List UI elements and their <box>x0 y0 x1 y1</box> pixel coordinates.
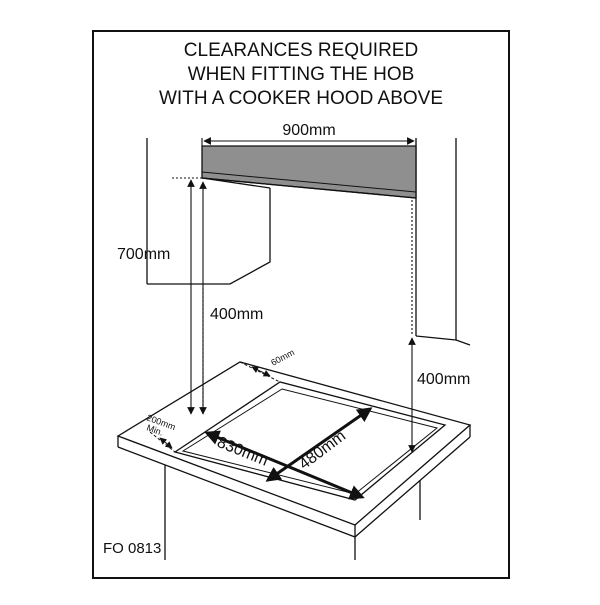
hood-width-label: 900mm <box>282 122 335 139</box>
figure-code: FO 0813 <box>103 540 161 557</box>
hob-depth-label: 480mm <box>296 428 349 474</box>
right-wall-cupboard <box>415 138 471 346</box>
back-clearance-label: 60mm <box>269 347 296 368</box>
cupboard-height-label: 700mm <box>117 246 170 263</box>
left-clearance-label: 400mm <box>210 306 263 323</box>
cooker-hood <box>201 145 417 199</box>
title-line-3: WITH A COOKER HOOD ABOVE <box>159 88 443 109</box>
title-line-1: CLEARANCES REQUIRED <box>184 40 418 61</box>
back-clearance-dimension <box>239 361 281 383</box>
frame-border <box>92 30 510 579</box>
title-line-2: WHEN FITTING THE HOB <box>188 64 415 85</box>
side-clearance-dimension <box>149 431 176 453</box>
right-clearance-label: 400mm <box>417 371 470 388</box>
hob-depth-arrow <box>265 407 373 482</box>
cupboard-height-dimension <box>172 177 202 415</box>
hood-width-dimension <box>201 137 417 146</box>
